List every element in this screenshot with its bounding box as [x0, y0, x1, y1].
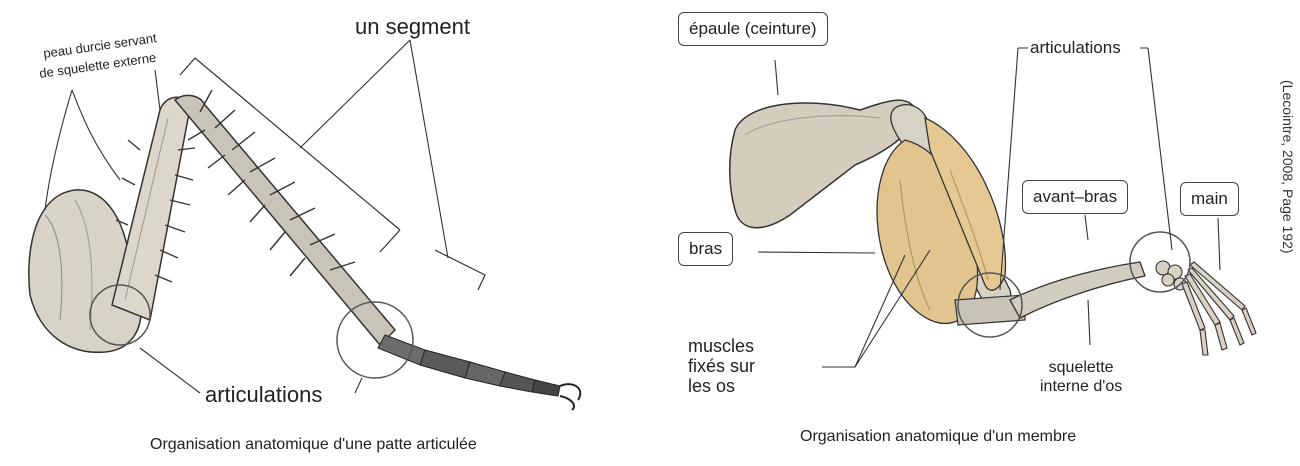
caption-left: Organisation anatomique d'une patte arti…: [150, 436, 477, 454]
vertebrate-limb: [730, 48, 1256, 367]
insect-leg: peau durcie servant de squelette externe: [29, 30, 580, 410]
label-articulations-left: articulations: [205, 382, 322, 408]
label-skeleton: squelette interne d'os: [1040, 358, 1122, 396]
label-shoulder: épaule (ceinture): [678, 12, 828, 46]
credit: (Lecointre, 2008, Page 192): [1280, 80, 1296, 254]
label-articulations-right: articulations: [1030, 38, 1121, 58]
leg-femur: [112, 97, 190, 320]
label-forearm: avant–bras: [1022, 180, 1128, 214]
caption-right: Organisation anatomique d'un membre: [800, 428, 1076, 446]
bone-forearm: [1010, 262, 1145, 318]
label-arm: bras: [678, 232, 733, 266]
leg-tarsus: [378, 335, 580, 410]
bone-hand: [1156, 261, 1256, 355]
label-hand: main: [1180, 182, 1239, 216]
label-segment: un segment: [355, 14, 470, 40]
label-muscles: muscles fixés sur les os: [688, 336, 755, 396]
